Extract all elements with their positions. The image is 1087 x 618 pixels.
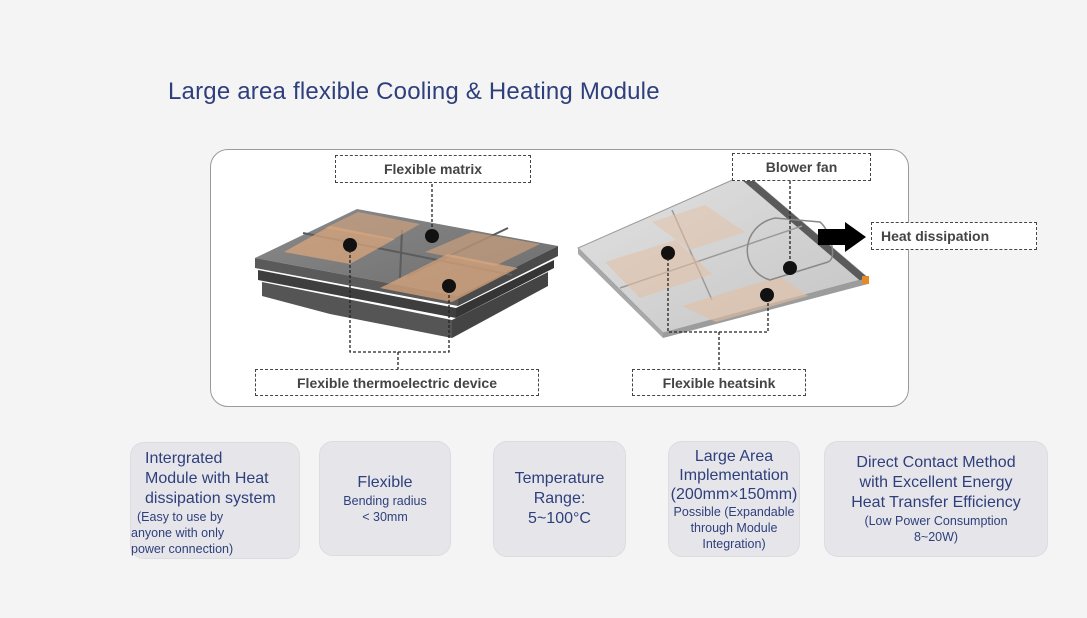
feature-main-line: Intergrated	[145, 449, 223, 467]
flexible-tec-label: Flexible thermoelectric device	[255, 369, 539, 396]
feature-main-line: dissipation system	[145, 489, 276, 507]
page-title: Large area flexible Cooling & Heating Mo…	[168, 78, 660, 105]
feature-sub-line: anyone with only	[131, 525, 225, 540]
feature-main-line: Direct Contact Method	[856, 454, 1016, 471]
feature-card-flexible: Flexible Bending radius < 30mm	[319, 441, 451, 556]
feature-card-direct-contact: Direct Contact Method with Excellent Ene…	[824, 441, 1048, 557]
feature-sub-line: < 30mm	[362, 509, 408, 524]
flexible-heatsink-label: Flexible heatsink	[632, 369, 806, 396]
feature-sub-line: Possible (Expandable	[673, 504, 795, 519]
feature-sub-line: (Low Power Consumption	[864, 514, 1008, 528]
feature-card-temperature: Temperature Range: 5~100°C	[493, 441, 626, 557]
feature-main-line: (200mm×150mm)	[670, 485, 798, 503]
feature-sub-line: power connection)	[131, 541, 234, 556]
heat-dissipation-label: Heat dissipation	[871, 222, 1037, 250]
right-module	[577, 173, 870, 369]
left-module	[255, 184, 558, 369]
feature-main-line: Implementation	[679, 466, 789, 484]
feature-sub-line: Integration)	[702, 536, 766, 551]
blower-fan-label: Blower fan	[732, 153, 871, 181]
feature-sub-line: Bending radius	[343, 493, 427, 508]
feature-card-integrated: Intergrated Module with Heat dissipation…	[130, 442, 300, 559]
feature-sub-line: (Easy to use by	[137, 509, 224, 524]
feature-main-line: Range:	[533, 490, 586, 507]
feature-main-line: Flexible	[357, 473, 413, 491]
heat-arrow-icon	[818, 222, 866, 252]
feature-main-line: Temperature	[514, 470, 605, 487]
feature-card-large-area: Large Area Implementation (200mm×150mm) …	[668, 441, 800, 557]
feature-main-line: with Excellent Energy	[859, 474, 1013, 491]
feature-sub-line: 8~20W)	[913, 530, 959, 544]
feature-main-line: 5~100°C	[528, 510, 591, 527]
feature-main-line: Large Area	[694, 447, 774, 465]
feature-main-line: Module with Heat	[145, 469, 269, 487]
flexible-matrix-label: Flexible matrix	[335, 155, 531, 183]
feature-main-line: Heat Transfer Efficiency	[851, 494, 1021, 511]
feature-sub-line: through Module	[690, 520, 778, 535]
